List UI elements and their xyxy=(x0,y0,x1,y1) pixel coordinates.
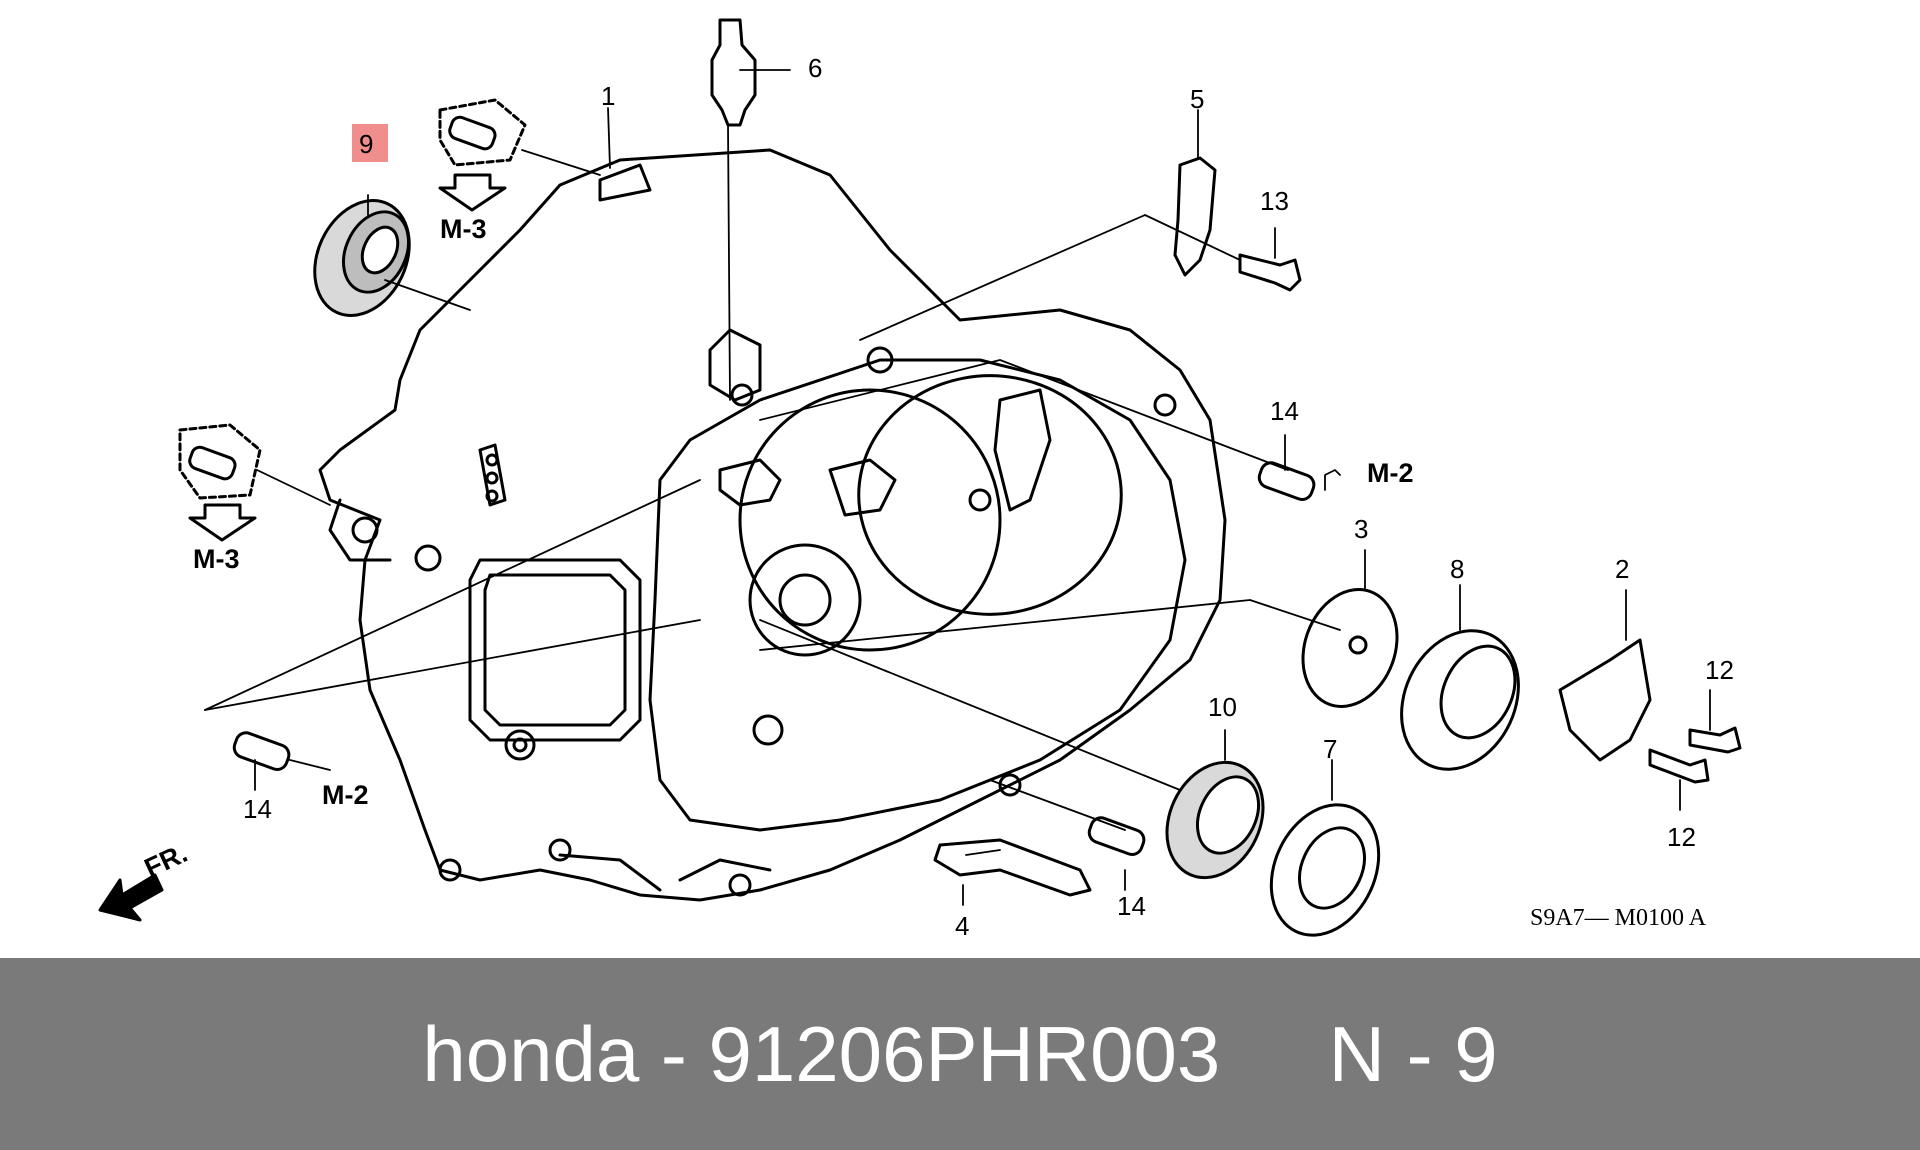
sensor-part-6 xyxy=(710,18,757,127)
callout-1: 1 xyxy=(601,81,615,111)
ref-m2-left: M-2 xyxy=(322,780,369,810)
callout-4: 4 xyxy=(955,911,969,941)
drawing-code: S9A7— M0100 A xyxy=(1530,905,1707,931)
callout-6: 6 xyxy=(808,53,822,83)
callout-8: 8 xyxy=(1450,554,1464,584)
cover-part-3 xyxy=(1301,588,1399,708)
callout-5: 5 xyxy=(1190,84,1204,114)
caption-text: honda - 91206PHR003 N - 9 xyxy=(422,1009,1498,1098)
oil-seal-part-10 xyxy=(1165,760,1265,880)
switch-part-4 xyxy=(933,838,1092,897)
ref-m3-left: M-3 xyxy=(193,544,240,574)
bolt-part-12a xyxy=(1688,726,1742,754)
bolt-part-13 xyxy=(1238,253,1302,292)
callout-14a: 14 xyxy=(1270,396,1299,426)
ref-m3-top: M-3 xyxy=(440,214,487,244)
highlight-badge xyxy=(352,124,388,162)
plate-part-2 xyxy=(1558,638,1652,762)
dowel-pin-14a xyxy=(1257,461,1316,501)
callout-9: 9 xyxy=(359,129,373,159)
ref-m2-right: M-2 xyxy=(1367,458,1414,488)
dowel-pin-14b xyxy=(232,731,291,771)
bearing-part-7 xyxy=(1269,803,1381,937)
callout-14b: 14 xyxy=(243,794,272,824)
parts-diagram: 1 2 3 4 5 6 7 8 9 10 12 12 13 14 14 14 M… xyxy=(98,18,1742,941)
dowel-pin-14c xyxy=(1087,816,1146,856)
callout-12a: 12 xyxy=(1705,655,1734,685)
bearing-part-8 xyxy=(1400,629,1520,771)
caption-bar: honda - 91206PHR003 N - 9 xyxy=(0,958,1920,1150)
callout-14c: 14 xyxy=(1117,891,1146,921)
callout-3: 3 xyxy=(1354,514,1368,544)
callout-13: 13 xyxy=(1260,186,1289,216)
callout-7: 7 xyxy=(1323,734,1337,764)
callout-2: 2 xyxy=(1615,554,1629,584)
bolt-part-12b xyxy=(1648,748,1710,784)
bracket-part-5 xyxy=(1173,156,1217,277)
oil-seal-part-9 xyxy=(313,199,411,317)
front-direction-label: FR. xyxy=(140,838,192,884)
callout-12b: 12 xyxy=(1667,822,1696,852)
clutch-housing xyxy=(318,148,1227,902)
callout-10: 10 xyxy=(1208,692,1237,722)
